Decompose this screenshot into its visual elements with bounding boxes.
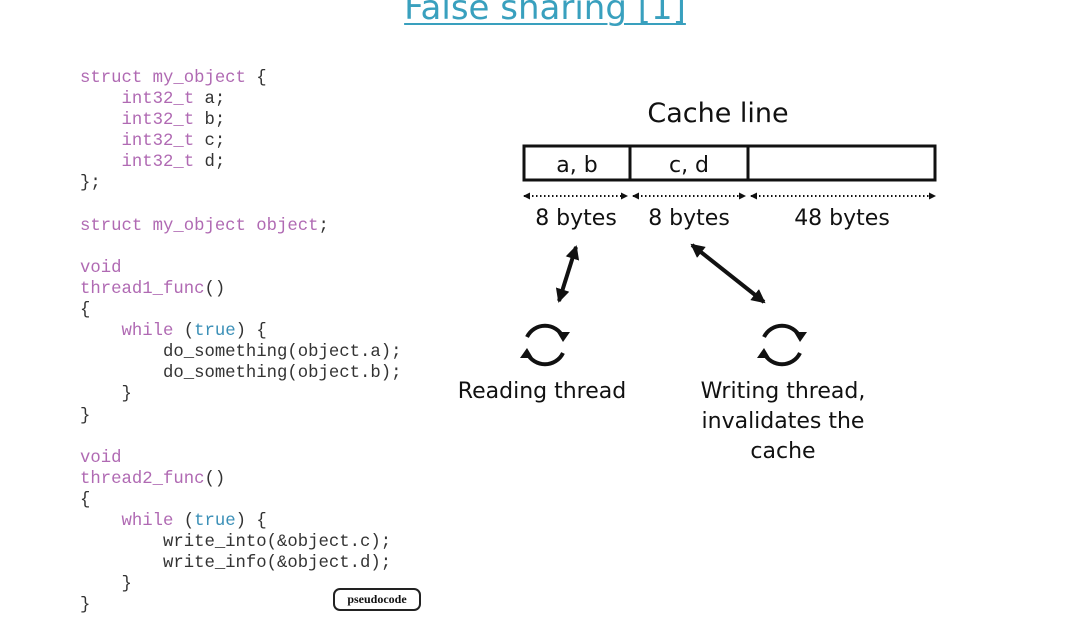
code-line: }; [80,173,401,194]
code-line: write_info(&object.d); [80,553,401,574]
code-line: thread1_func() [80,279,401,300]
code-token: struct my_object object [80,216,319,236]
read-access-arrow [555,245,580,303]
code-token [80,90,121,109]
code-line: int32_t a; [80,89,401,110]
cell-ab: a, b [556,153,597,178]
code-token: { [80,490,91,510]
code-line: do_something(object.b); [80,363,402,384]
code-line: struct my_object object; [80,216,401,237]
code-token: true [194,511,236,531]
code-line: int32_t c; [80,131,401,152]
code-line: } [80,574,401,595]
code-line: while (true) { [80,511,401,532]
pseudocode-badge: pseudocode [333,588,421,611]
code-line: } [80,384,401,405]
size-label-ab: 8 bytes [535,206,617,231]
code-line: write_into(&object.c); [80,532,401,553]
code-token: void [80,258,122,278]
false-sharing-diagram: Cache line a, b c, d 8 bytes 8 bytes 48 … [458,98,937,464]
code-line: while (true) { [80,321,401,342]
code-token: ) { [235,322,267,342]
code-token: () [204,279,226,299]
code-token: int32_t [121,90,195,110]
slide-title-link[interactable]: False sharing [1] [404,0,686,28]
code-token: int32_t [121,132,195,152]
writing-thread-label-line2: invalidates the [702,409,865,434]
code-token: do_something(object.b); [80,364,402,384]
code-token: int32_t [121,153,195,173]
code-token: c; [194,132,226,152]
code-token [80,111,121,130]
code-token: true [194,322,236,342]
refresh-cycle-icon [518,323,572,367]
code-token: } [80,575,132,595]
size-label-rest: 48 bytes [794,206,890,231]
code-token: write_info(&object.d); [80,554,392,574]
code-token: thread2_func [80,469,205,489]
code-line: { [80,300,401,321]
code-token: do_something(object.a); [80,343,402,363]
code-line [80,237,401,258]
code-token: ) { [235,511,267,531]
code-token: ( [173,511,195,531]
code-token: } [80,385,132,405]
code-token: } [80,596,91,616]
code-line: do_something(object.a); [80,342,402,363]
code-token [80,153,121,172]
size-label-cd: 8 bytes [648,206,730,231]
code-token: ( [173,322,195,342]
cell-cd: c, d [669,153,709,178]
code-line: void [80,448,401,469]
code-token: d; [194,153,226,173]
code-token: } [80,406,91,426]
code-token: { [80,301,91,321]
code-token [80,322,121,341]
code-token [80,512,121,531]
writing-thread-label-line3: cache [750,439,815,464]
code-token: a; [194,90,226,110]
cache-line-box [522,144,937,182]
code-token: thread1_func [80,279,205,299]
code-token: struct my_object [80,69,246,88]
code-line: thread2_func() [80,469,401,490]
code-line: void [80,258,401,279]
code-token: int32_t [121,111,195,131]
code-line: } [80,595,401,616]
write-access-arrow [690,243,766,304]
code-token: void [80,448,122,468]
code-line: struct my_object { [80,68,401,89]
cache-line-label: Cache line [647,98,788,129]
code-line: { [80,490,401,511]
code-line: } [80,406,401,427]
reading-thread-label: Reading thread [458,379,626,404]
code-line: int32_t b; [80,110,401,131]
code-token: b; [194,111,226,131]
code-token: () [204,469,226,489]
refresh-cycle-icon [755,323,809,367]
writing-thread-label-line1: Writing thread, [701,379,866,404]
code-token [80,132,121,151]
code-token: { [245,69,267,88]
code-token: while [121,511,174,531]
code-token: }; [80,174,101,194]
code-token: ; [318,216,329,236]
code-line [80,195,401,216]
code-line [80,427,401,448]
code-line: int32_t d; [80,152,401,173]
code-token: write_into(&object.c); [80,533,392,553]
code-block: struct my_object { int32_t a; int32_t b;… [80,68,401,616]
code-token: while [121,322,174,342]
